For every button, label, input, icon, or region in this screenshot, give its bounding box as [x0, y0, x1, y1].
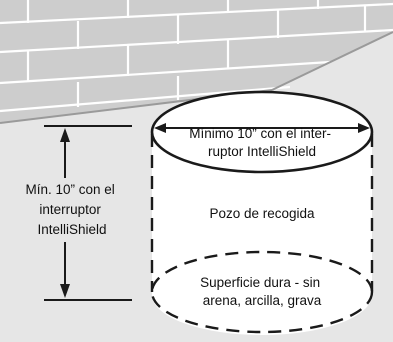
bottom-label: Superficie dura - sin arena, arcilla, gr…: [200, 275, 324, 308]
pit-top-rim: [150, 90, 374, 174]
top-label: Mínimo 10” con el inter- ruptor IntelliS…: [189, 126, 335, 159]
side-label-box: [20, 178, 123, 242]
side-label-line-1: Mín. 10” con el: [25, 182, 114, 197]
top-dimension-arrow: [154, 123, 370, 133]
bottom-label-line-1: Superficie dura - sin: [200, 275, 320, 290]
top-label-line-1: Mínimo 10” con el inter-: [189, 126, 331, 141]
top-label-line-2: ruptor IntelliShield: [208, 144, 316, 159]
side-dimension-arrow: [44, 125, 132, 301]
sump-pit: [150, 90, 374, 335]
bottom-label-line-2: arena, arcilla, grava: [203, 293, 322, 308]
pit-label: Pozo de recogida: [209, 206, 315, 221]
side-label-line-3: IntelliShield: [37, 222, 106, 237]
brick-wall: [0, 0, 393, 124]
side-label: Mín. 10” con el interruptor IntelliShiel…: [25, 182, 118, 237]
side-label-line-2: interruptor: [39, 202, 101, 217]
pit-bottom: [150, 250, 374, 334]
